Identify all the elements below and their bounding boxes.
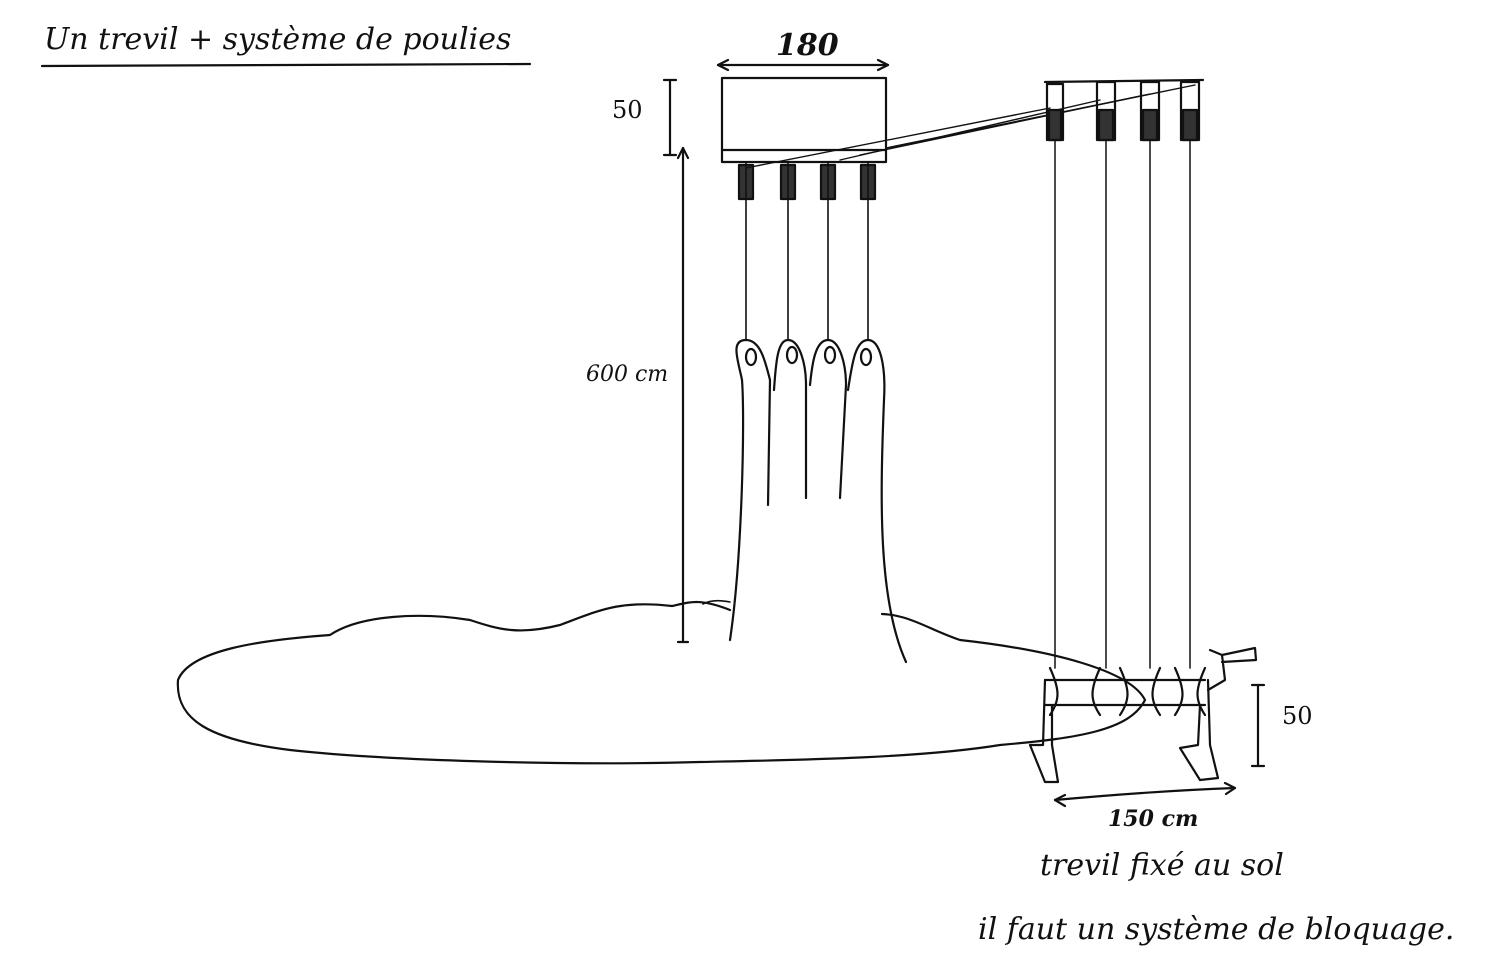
title-underline bbox=[40, 62, 532, 68]
hanging-sculptures bbox=[728, 338, 908, 664]
winch-height-label: 50 bbox=[1282, 702, 1313, 730]
wall-pulleys bbox=[1043, 78, 1205, 669]
floor-puddle bbox=[176, 600, 1147, 765]
note-line-1: trevil fixé au sol bbox=[1040, 848, 1284, 883]
hanging-pulleys bbox=[737, 161, 877, 341]
winch-width-arrow bbox=[1053, 781, 1237, 808]
width-dimension-arrow bbox=[716, 58, 890, 72]
ceiling-pulley-box bbox=[720, 76, 888, 164]
box-height-ticks bbox=[662, 78, 678, 157]
page-title: Un trevil + système de poulies bbox=[44, 22, 512, 57]
drop-height-label: 600 cm bbox=[586, 362, 669, 387]
note-line-2: il faut un système de bloquage. bbox=[978, 912, 1455, 947]
winch bbox=[1028, 646, 1258, 784]
diagonal-ropes bbox=[745, 84, 1196, 169]
drop-height-arrow bbox=[676, 146, 690, 644]
winch-width-label: 150 cm bbox=[1108, 806, 1199, 832]
box-height-label: 50 bbox=[612, 96, 643, 124]
top-width-label: 180 bbox=[776, 28, 839, 63]
